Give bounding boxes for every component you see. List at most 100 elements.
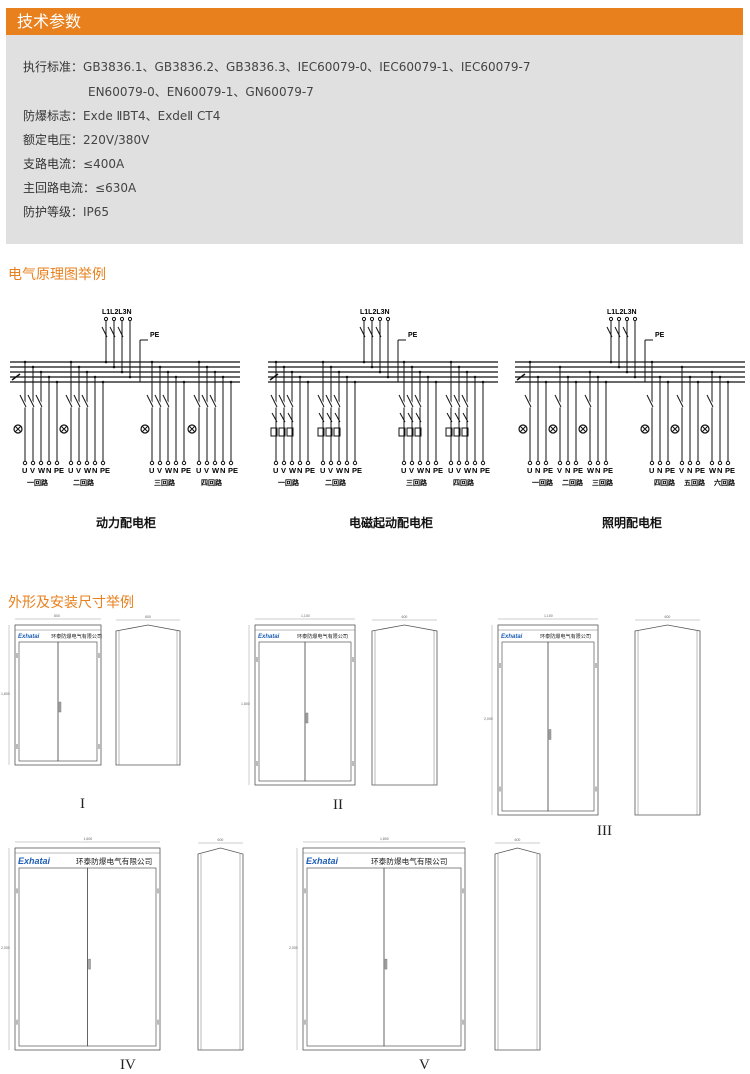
door-hinge xyxy=(304,888,306,894)
bus-node xyxy=(166,370,170,374)
breaker-switch xyxy=(453,394,461,408)
incoming-label: L1L2L3N xyxy=(102,309,132,316)
terminal-label: W xyxy=(289,466,297,475)
bus-node xyxy=(362,360,366,364)
circuit-name: 四回路 xyxy=(201,478,223,487)
incoming-label: L1L2L3N xyxy=(360,309,390,316)
breaker-switch xyxy=(461,394,469,408)
tech-params-header: 技术参数 xyxy=(6,8,743,35)
door-handle xyxy=(384,958,388,970)
company-name: 环泰防爆电气有限公司 xyxy=(540,633,591,640)
spec-value: EN60079-0、EN60079-1、GN60079-7 xyxy=(88,85,314,99)
output-terminal xyxy=(289,460,295,466)
incoming-terminal xyxy=(103,316,109,322)
spec-row-voltage: 额定电压：220V/380V xyxy=(23,131,149,148)
breaker-switch xyxy=(414,394,422,408)
bus-node xyxy=(229,380,233,384)
width-dimension: 1,100 xyxy=(544,614,553,618)
output-terminal xyxy=(679,460,685,466)
caption-power-cabinet: 动力配电柜 xyxy=(96,516,157,530)
spec-label: 防爆标志： xyxy=(23,109,84,123)
bus-node xyxy=(93,375,97,379)
bus-node xyxy=(85,370,89,374)
output-terminal xyxy=(336,460,342,466)
cabinet-side xyxy=(197,847,244,1051)
bus-node xyxy=(418,370,422,374)
output-terminal xyxy=(557,460,563,466)
output-terminal xyxy=(649,460,655,466)
terminal-label: V xyxy=(328,466,333,475)
circuit-name: 四回路 xyxy=(453,478,475,487)
output-terminal xyxy=(173,460,179,466)
terminal-label: PE xyxy=(480,466,490,475)
terminal-label: N xyxy=(535,466,540,475)
bus-node xyxy=(197,360,201,364)
output-terminal xyxy=(320,460,326,466)
incoming-terminal xyxy=(616,316,622,322)
terminal-label: N xyxy=(344,466,349,475)
brand-logo: Exhatai xyxy=(18,856,51,866)
indicator-lamp-icon xyxy=(59,424,69,434)
bus-node xyxy=(120,370,124,374)
output-terminal xyxy=(76,460,82,466)
door-hinge xyxy=(352,761,354,766)
terminal-label: V xyxy=(204,466,209,475)
bus-earth-icon xyxy=(269,373,279,381)
contactor-switch xyxy=(454,412,461,423)
output-terminal xyxy=(92,460,98,466)
spec-row-protection: 防护等级：IP65 xyxy=(23,203,109,220)
output-terminal xyxy=(100,460,106,466)
bus-node xyxy=(205,365,209,369)
thermal-relay xyxy=(461,427,469,437)
terminal-label: V xyxy=(409,466,414,475)
door-hinge xyxy=(304,1019,306,1025)
bus-node xyxy=(306,380,310,384)
output-terminal xyxy=(595,460,601,466)
terminal-label: V xyxy=(76,466,81,475)
terminal-label: PE xyxy=(100,466,110,475)
spec-label: 防护等级： xyxy=(23,205,84,219)
cabinet-door-right xyxy=(547,641,595,812)
indicator-lamp-icon xyxy=(671,425,679,433)
circuit-name: 三回路 xyxy=(406,478,428,487)
breaker-switch xyxy=(27,394,35,408)
contactor-switch xyxy=(271,412,278,423)
circuit-name: 三回路 xyxy=(154,478,176,487)
contactor-switch xyxy=(334,412,341,423)
output-terminal xyxy=(717,460,723,466)
cabinet-door-right xyxy=(87,867,157,1047)
spec-value: ≤400A xyxy=(83,157,125,171)
bus-node xyxy=(574,380,578,384)
spec-label: 执行标准： xyxy=(23,60,84,74)
door-hinge xyxy=(462,1019,464,1025)
terminal-label: N xyxy=(657,466,662,475)
indicator-lamp-icon xyxy=(13,424,23,434)
terminal-label: PE xyxy=(543,466,553,475)
output-terminal xyxy=(573,460,579,466)
incoming-terminal xyxy=(369,316,375,322)
depth-dimension: 600 xyxy=(515,838,521,842)
bus-node xyxy=(298,375,302,379)
breaker-switch xyxy=(193,394,201,408)
indicator-lamp-icon xyxy=(188,425,196,433)
bus-node xyxy=(710,370,714,374)
contactor-switch xyxy=(407,412,414,423)
main-switch xyxy=(359,326,366,338)
breaker-switch xyxy=(325,394,333,408)
door-handle xyxy=(305,712,309,724)
output-terminal xyxy=(46,460,52,466)
indicator-lamp-icon xyxy=(640,424,650,434)
pe-label: PE xyxy=(655,332,665,339)
indicator-lamp-icon xyxy=(700,424,710,434)
breaker-switch xyxy=(286,394,294,408)
indicator-lamp-icon xyxy=(140,424,150,434)
indicator-lamp-icon xyxy=(14,425,22,433)
depth-dimension: 600 xyxy=(402,615,408,619)
bus-node xyxy=(329,365,333,369)
terminal-label: V xyxy=(679,466,684,475)
breaker-switch xyxy=(154,394,162,408)
terminal-label: U xyxy=(649,466,654,475)
output-terminal xyxy=(587,460,593,466)
breaker-switch xyxy=(73,394,81,408)
